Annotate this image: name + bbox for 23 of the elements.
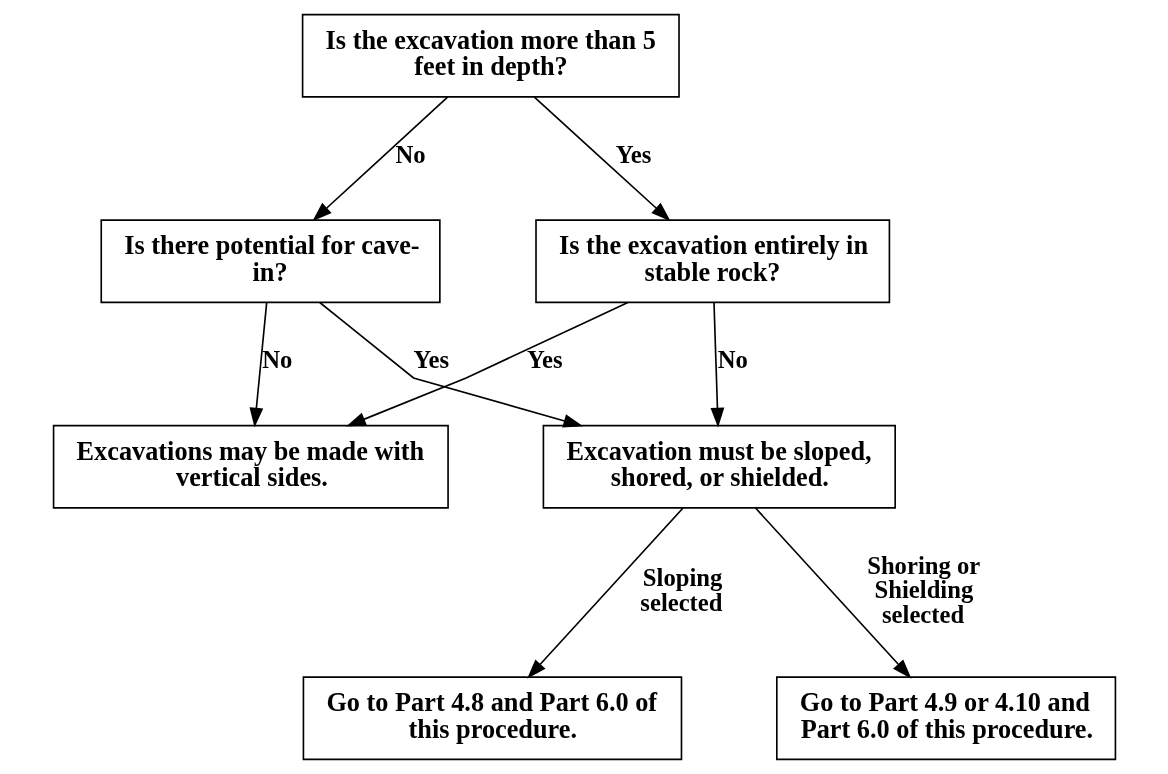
edge-label: Yes	[615, 140, 651, 168]
node-box: Excavations may be made with vertical sides.	[52, 424, 449, 509]
node-box: Is there potential for cave-in?	[99, 219, 441, 304]
edge-label: No	[261, 346, 292, 374]
node-box: Is the excavation more than 5 feet in depth?	[301, 13, 680, 98]
arrow	[710, 301, 724, 428]
node-box: Excavation must be sloped, shored, or shielded.	[542, 424, 896, 509]
arrow	[311, 96, 449, 222]
node-box: Go to Part 4.8 and Part 6.0 of this procedure.	[302, 676, 682, 761]
arrow	[754, 507, 911, 679]
node-box: Is the excavation entirely in stable rock?	[534, 219, 890, 304]
edge-label: Yes	[526, 346, 563, 374]
arrow	[318, 301, 583, 428]
edge-label: Sloping selected	[639, 563, 722, 616]
arrow	[526, 507, 684, 679]
edge-label: Shoring or Shielding selected	[866, 551, 980, 628]
arrow	[345, 301, 629, 427]
arrow	[249, 301, 267, 428]
edge-label: No	[717, 346, 748, 374]
edge-label: Yes	[413, 346, 449, 374]
edge-label: No	[394, 140, 426, 168]
node-box: Go to Part 4.9 or 4.10 and Part 6.0 of this procedure.	[775, 676, 1116, 761]
arrow	[532, 96, 671, 222]
